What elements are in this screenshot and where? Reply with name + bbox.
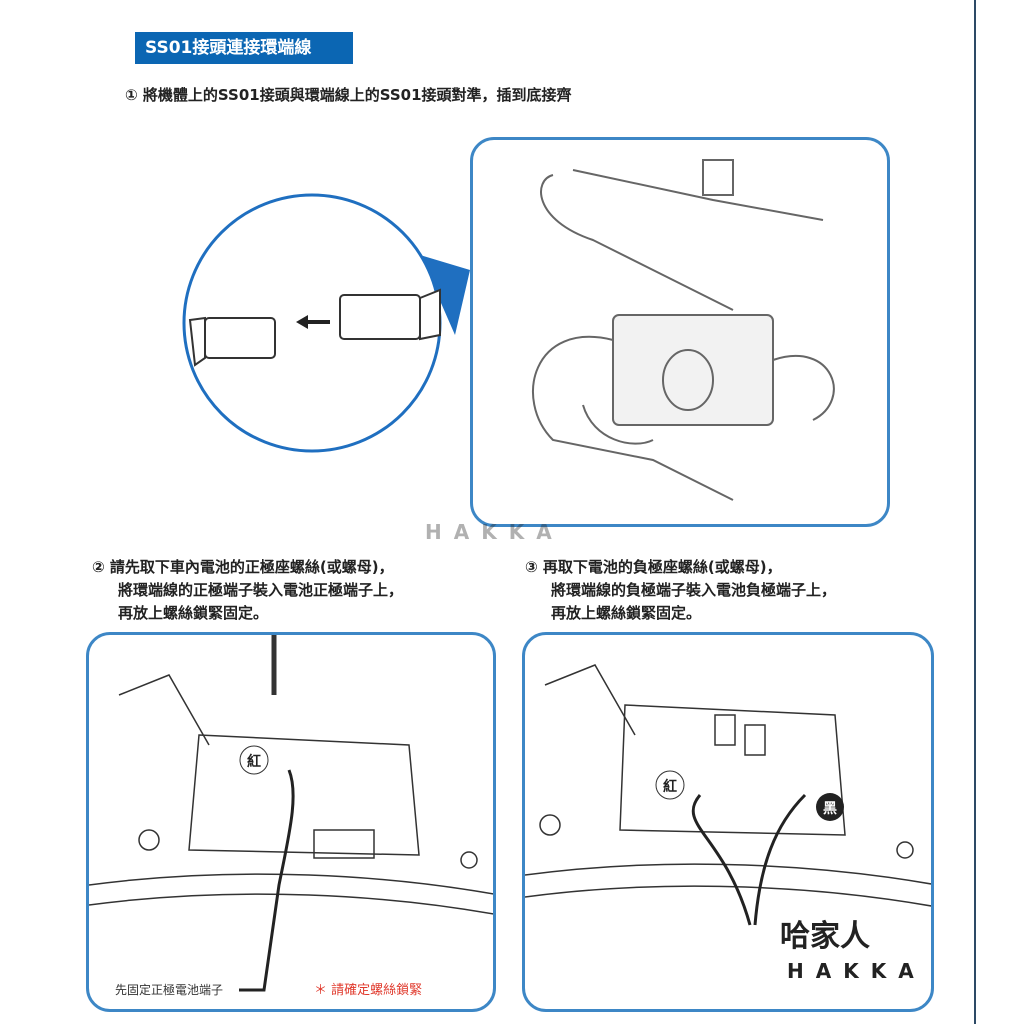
step-3-line-1: ③ 再取下電池的負極座螺絲(或螺母)， [525, 558, 782, 576]
step-3-line-2: 將環端線的負極端子裝入電池負極端子上， [551, 581, 837, 599]
step-1-text: ① 將機體上的SS01接頭與環端線上的SS01接頭對準，插到底接齊 [125, 86, 572, 104]
step-2-line-3: 再放上螺絲鎖緊固定。 [118, 604, 269, 622]
black-label: 黑 [823, 801, 837, 817]
fix-positive-caption: 先固定正極電池端子 [115, 983, 224, 997]
watermark-center: HAKKA [425, 520, 564, 544]
charger-image-frame [470, 137, 890, 527]
step-2-line-1: ② 請先取下車內電池的正極座螺絲(或螺母)， [92, 558, 394, 576]
red-label: 紅 [247, 754, 261, 770]
battery-positive-illustration [89, 635, 493, 992]
battery-negative-frame: 紅 黑 哈家人 HAKKA [522, 632, 934, 1012]
step-2-line-2: 將環端線的正極端子裝入電池正極端子上， [118, 581, 404, 599]
section-title: SS01接頭連接環端線 [135, 32, 353, 64]
right-border-line [974, 0, 976, 1024]
watermark-logo-en: HAKKA [787, 959, 926, 983]
battery-positive-frame: 紅 先固定正極電池端子 ＊ 請確定螺絲鎖緊 [86, 632, 496, 1012]
charger-illustration [532, 159, 835, 501]
red-label-2: 紅 [663, 779, 677, 795]
step-2-text: ② 請先取下車內電池的正極座螺絲(或螺母)， 將環端線的正極端子裝入電池正極端子… [92, 556, 403, 625]
confirm-warning: ＊ 請確定螺絲鎖緊 [314, 983, 423, 998]
battery-negative-illustration [525, 664, 931, 926]
watermark-logo-cn: 哈家人 [780, 919, 870, 954]
step-3-text: ③ 再取下電池的負極座螺絲(或螺母)， 將環端線的負極端子裝入電池負極端子上， … [525, 556, 836, 625]
step-3-line-3: 再放上螺絲鎖緊固定。 [551, 604, 702, 622]
